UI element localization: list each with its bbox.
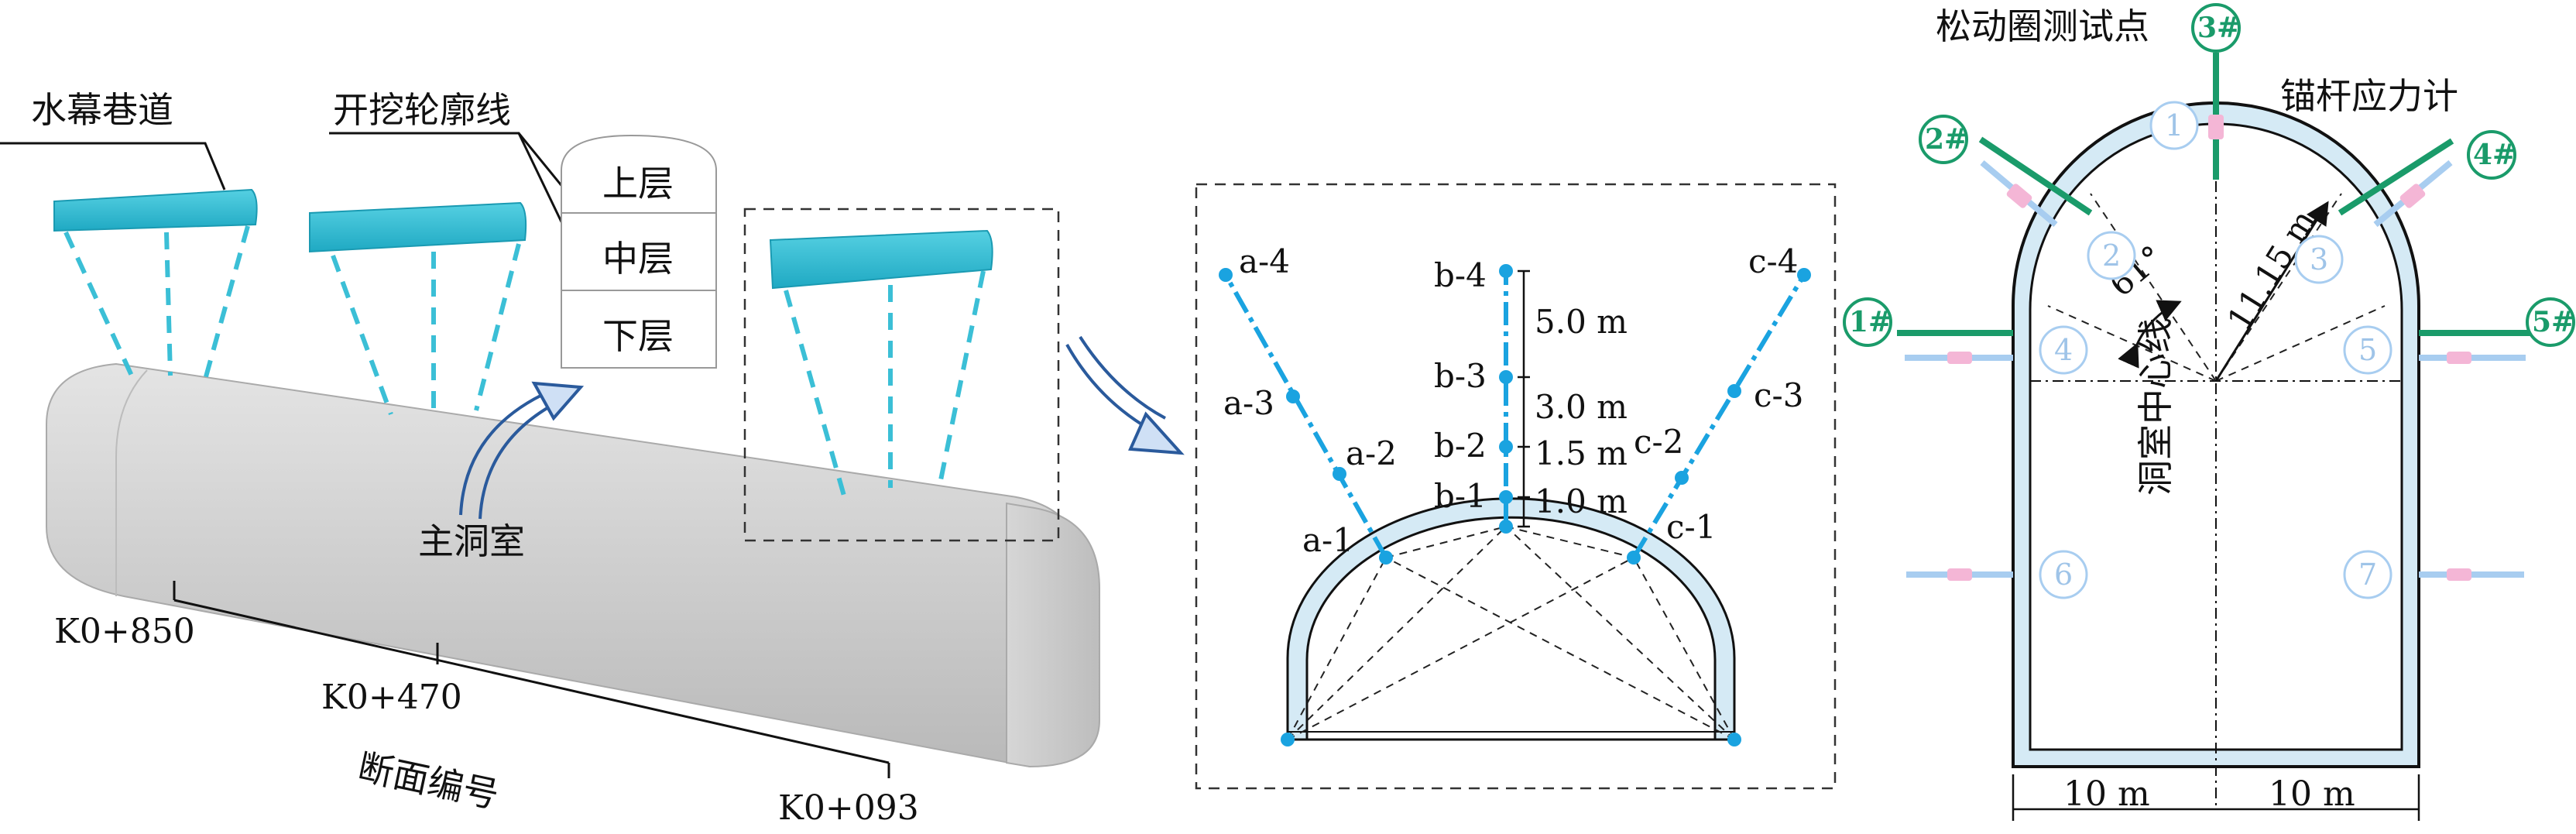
angle-arc [2118,300,2182,369]
measure-points [1219,264,1811,746]
test-point-4: 4 [2054,333,2073,367]
point-b-4: b-4 [1434,256,1487,294]
curtain-tunnel-1 [53,188,258,232]
centerline-label: 洞室中心线 [2135,317,2176,496]
test-point-circles [2039,101,2392,599]
half-width-left: 10 m [2063,774,2150,814]
layer-upper: 上层 [602,163,674,204]
link-arrow [1065,335,1185,455]
curtain-tunnel-2 [309,201,527,253]
layer-box [561,134,717,369]
section-number-label: 断面编号 [355,746,503,816]
left-panel: 水幕巷道 开挖轮廓线 上层 中层 下层 主洞室 K0+850 K0+470 K0… [0,89,1185,828]
anchor-2: 2# [1925,123,1967,156]
width-dimension [2012,774,2420,821]
point-b-3: b-3 [1434,357,1487,395]
test-point-6: 6 [2054,558,2073,592]
point-b-1: b-1 [1434,477,1487,515]
station-k0-850: K0+850 [54,612,195,651]
cavern-edge-line [115,369,148,596]
point-c-2: c-2 [1634,423,1683,461]
point-c-3: c-3 [1754,376,1803,414]
anchor-id-circles [1843,3,2575,347]
spacing-3m: 3.0 m [1535,388,1628,426]
point-a-1: a-1 [1302,521,1353,559]
right-panel: 11.15 m 61° 洞室中心线 10 m 10 m [1843,3,2575,821]
station-axis [173,581,890,778]
main-cavern-label: 主洞室 [418,520,525,562]
section-highlight-box [743,208,1060,542]
point-c-4: c-4 [1748,242,1798,280]
curtain-label-leader [0,142,226,190]
test-point-2: 2 [2102,239,2121,273]
middle-panel: a-4 a-3 a-2 a-1 b-4 b-3 b-2 b-1 c-4 c-3 … [1195,183,1837,790]
anchor-4: 4# [2473,139,2516,171]
radius-arrow [2214,201,2329,382]
anchor-meter-label: 锚杆应力计 [2280,75,2458,117]
middle-frame [1195,183,1837,790]
point-a-2: a-2 [1346,434,1397,472]
lining-section [1286,497,1736,741]
spacing-1m: 1.0 m [1535,482,1628,520]
measure-lines [1223,271,1806,559]
station-k0-470: K0+470 [321,678,462,717]
outline-label-leader [329,132,582,210]
spacing-ticks [1518,269,1530,528]
half-width-right: 10 m [2269,774,2355,814]
station-k0-093: K0+093 [778,788,919,828]
test-point-7: 7 [2358,558,2377,592]
loose-zone-label: 松动圈测试点 [1936,5,2149,47]
main-cavern-body [46,362,1081,768]
point-b-2: b-2 [1434,427,1487,465]
test-point-3: 3 [2310,242,2328,276]
stress-meter-gauges [1947,115,2471,581]
point-c-1: c-1 [1666,508,1716,546]
curtain-holes [63,225,986,496]
main-cavern-arrow [459,381,585,520]
anchor-bolts [1897,53,2536,336]
curtain-tunnel-label: 水幕巷道 [31,89,173,131]
main-cavern-end [1006,502,1100,768]
anchor-3: 3# [2197,12,2240,44]
spacing-5m: 5.0 m [1535,303,1628,341]
point-a-4: a-4 [1239,242,1290,280]
curtain-tunnel-3 [769,229,993,290]
test-point-1: 1 [2165,108,2183,142]
test-point-5: 5 [2358,333,2377,367]
anchor-1: 1# [1849,306,1892,338]
survey-lines [1287,526,1735,740]
point-a-3: a-3 [1223,384,1274,422]
layer-middle: 中层 [602,238,674,280]
anchor-5: 5# [2532,306,2574,338]
layer-lower: 下层 [602,315,674,357]
spacing-1-5m: 1.5 m [1535,434,1628,472]
excavation-outline-label: 开挖轮廓线 [333,89,511,131]
